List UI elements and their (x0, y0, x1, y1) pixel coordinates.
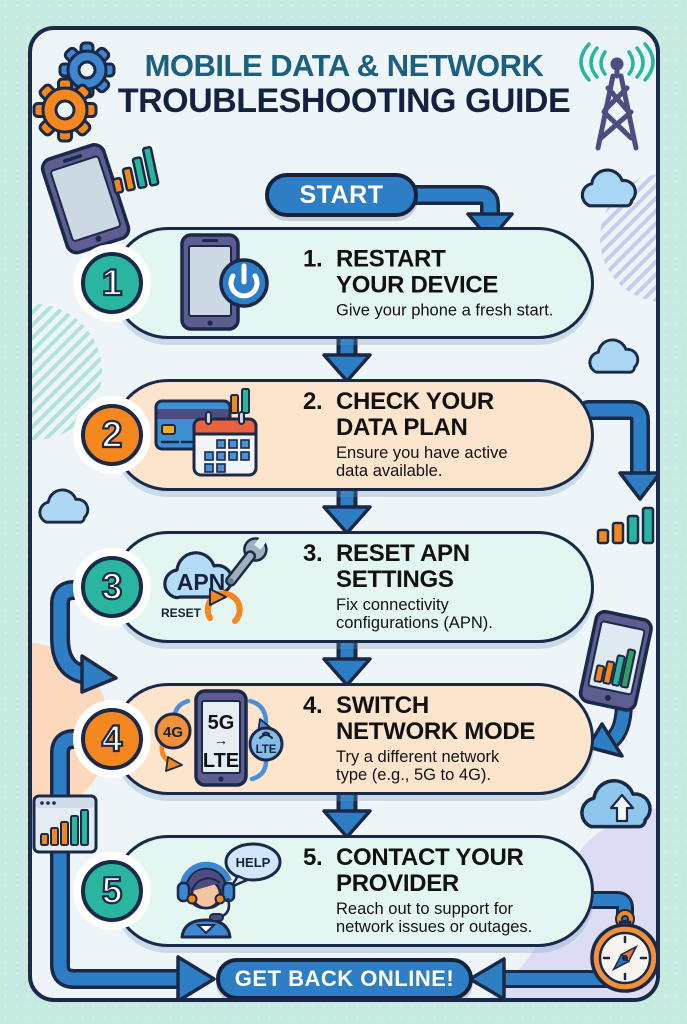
connector-step4-to-finish (50, 729, 216, 998)
step-card-2: 2 2. CHECK YOUR DATA PLAN (73, 379, 594, 491)
phone-right-icon (578, 609, 653, 712)
reset-arrow-icon (204, 588, 243, 624)
network-mode-icon: 4G 5G → LTE LTE (154, 689, 284, 787)
connector-step1-step2 (322, 333, 372, 383)
step-4-description: Try a different network type (e.g., 5G t… (336, 747, 500, 785)
step-2-text: 2. CHECK YOUR DATA PLAN Ensure you have … (303, 389, 575, 481)
title-line-2: TROUBLESHOOTING GUIDE (117, 81, 571, 120)
support-agent-icon: HELP (176, 842, 282, 939)
step-5-text: 5. CONTACT YOUR PROVIDER Reach out to su… (303, 845, 575, 937)
apn-reset-icon: APN RESET (161, 537, 268, 624)
step-1-description: Give your phone a fresh start. (336, 301, 554, 320)
step-card-3: 3 APN RESET 3. RESET APN SETTINGS (73, 531, 594, 643)
step-3-number: 3. (303, 539, 323, 567)
step-3-number-badge: 3 (73, 548, 151, 626)
svg-text:4G: 4G (163, 724, 183, 741)
step-2-description: Ensure you have active data available. (336, 443, 508, 481)
title-line-1: MOBILE DATA & NETWORK (144, 48, 544, 83)
step-5-description: Reach out to support for network issues … (336, 899, 533, 937)
step-4-number-badge: 4 (73, 700, 151, 778)
svg-text:5G: 5G (208, 712, 235, 734)
cloud-top-right (580, 168, 637, 208)
step-5-title: CONTACT YOUR PROVIDER (336, 843, 524, 897)
signal-bars-top-left (111, 146, 160, 195)
step-4-title: SWITCH NETWORK MODE (336, 691, 536, 745)
connector-step3-left (50, 580, 118, 694)
connector-step4-step5 (322, 789, 372, 839)
connector-step3-step4 (322, 637, 372, 687)
step-5-number: 5. (303, 843, 323, 871)
step-3-description: Fix connectivity configurations (APN). (336, 595, 493, 633)
svg-text:LTE: LTE (256, 744, 277, 756)
step-card-4: 4 4G 5G → LTE LTE 4. SWITCH NETWORK MODE (73, 683, 594, 795)
svg-text:APN: APN (177, 569, 226, 595)
step-3-text: 3. RESET APN SETTINGS Fix connectivity c… (303, 541, 575, 633)
svg-text:RESET: RESET (161, 606, 202, 620)
connector-step2-step3 (322, 485, 372, 535)
finish-badge: GET BACK ONLINE! (216, 958, 473, 998)
phone-top-left-icon (40, 143, 131, 255)
step-1-number-badge: 1 (73, 244, 151, 322)
step-4-text: 4. SWITCH NETWORK MODE Try a different n… (303, 693, 575, 785)
svg-text:→: → (214, 732, 228, 748)
start-badge: START (265, 173, 418, 217)
browser-chart-icon (32, 794, 98, 854)
wrench-icon (225, 537, 268, 587)
step-2-number: 2. (303, 387, 323, 415)
step-card-5: 5 HELP 5. CONTACT YOUR PROVIDER (73, 835, 594, 947)
cell-tower-icon (579, 42, 655, 151)
step-1-number: 1. (303, 245, 323, 273)
svg-text:HELP: HELP (236, 855, 271, 870)
step-1-text: 1. RESTART YOUR DEVICE Give your phone a… (303, 246, 575, 319)
step-4-number: 4. (303, 691, 323, 719)
compass-icon (590, 909, 656, 993)
step-2-title: CHECK YOUR DATA PLAN (336, 387, 494, 441)
cloud-left (38, 488, 90, 524)
step-3-title: RESET APN SETTINGS (336, 539, 470, 593)
gear-orange-icon (32, 77, 98, 143)
step-1-title: RESTART YOUR DEVICE (336, 245, 499, 299)
restart-device-icon (180, 233, 269, 331)
svg-text:LTE: LTE (203, 750, 239, 772)
cloud-upload-icon (580, 778, 652, 829)
decor-layer (32, 41, 656, 998)
signal-bars-right (596, 506, 655, 545)
poster-panel: MOBILE DATA & NETWORK TROUBLESHOOTING GU… (28, 26, 660, 1002)
data-plan-icon (154, 388, 258, 477)
step-2-number-badge: 2 (73, 396, 151, 474)
connector-step2-right (578, 400, 656, 501)
step-5-number-badge: 5 (73, 852, 151, 930)
poster-header: MOBILE DATA & NETWORK TROUBLESHOOTING GU… (110, 48, 578, 120)
cloud-mid-right (588, 338, 640, 374)
step-card-1: 1 1. RESTART YOUR DEVICE Give your phone… (73, 227, 594, 339)
